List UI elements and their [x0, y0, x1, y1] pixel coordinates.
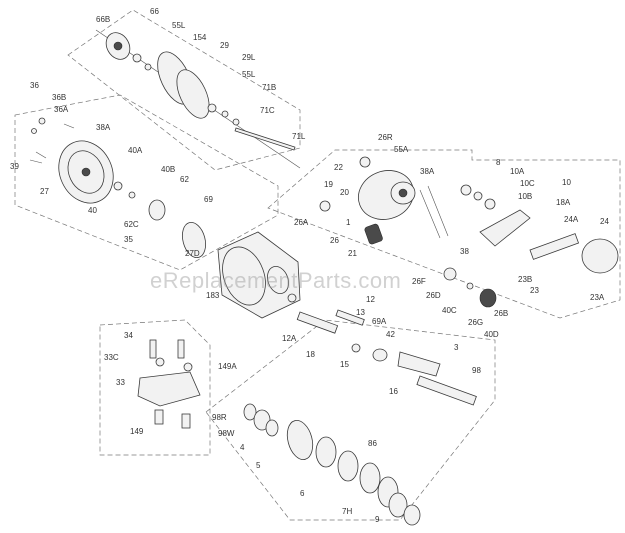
- part-label: 9: [375, 515, 380, 524]
- part-label: 36B: [52, 93, 66, 102]
- part-label: 40D: [484, 330, 499, 339]
- part-label: 10C: [520, 179, 535, 188]
- part-label: 26D: [426, 291, 441, 300]
- part-label: 24: [600, 217, 609, 226]
- part-label: 26G: [468, 318, 483, 327]
- part-label: 98R: [212, 413, 227, 422]
- part-label: 38: [460, 247, 469, 256]
- part-label: 10: [562, 178, 571, 187]
- part-label: 86: [368, 439, 377, 448]
- part-label: 20: [340, 188, 349, 197]
- part-label: 71B: [262, 83, 276, 92]
- part-label: 23B: [518, 275, 532, 284]
- part-label: 26R: [378, 133, 393, 142]
- part-label: 40: [88, 206, 97, 215]
- part-label: 55L: [242, 70, 256, 79]
- watermark: eReplacementParts.com: [150, 268, 401, 293]
- part-label: 1: [346, 218, 351, 227]
- part-label: 8: [496, 158, 501, 167]
- left-side-plate-group: [29, 117, 207, 259]
- part-label: 24A: [564, 215, 579, 224]
- part-label: 33: [116, 378, 125, 387]
- part-label: 12A: [282, 334, 297, 343]
- part-label: 3: [454, 343, 459, 352]
- part-label: 26A: [294, 218, 309, 227]
- part-label: 62: [180, 175, 189, 184]
- part-label: 29L: [242, 53, 256, 62]
- main-frame-group: [217, 231, 301, 319]
- part-label: 71C: [260, 106, 275, 115]
- part-label: 39: [10, 162, 19, 171]
- part-label: 6: [300, 489, 305, 498]
- part-label: 98: [472, 366, 481, 375]
- right-plate-handle-group: [319, 156, 619, 308]
- part-label: 4: [240, 443, 245, 452]
- part-label: 5: [256, 461, 261, 470]
- part-label: 154: [193, 33, 207, 42]
- part-label: 16: [389, 387, 398, 396]
- part-label: 69A: [372, 317, 387, 326]
- part-label: 18: [306, 350, 315, 359]
- part-label: 13: [356, 308, 365, 317]
- gear-group: [243, 403, 421, 526]
- drive-group: [296, 309, 477, 406]
- part-label: 19: [324, 180, 333, 189]
- part-labels: 66B6655L1542929L55L71B71C71L3636B36A38A3…: [10, 7, 609, 524]
- part-label: 69: [204, 195, 213, 204]
- part-label: 71L: [292, 132, 306, 141]
- part-label: 22: [334, 163, 343, 172]
- part-label: 27D: [185, 249, 200, 258]
- part-label: 40A: [128, 146, 143, 155]
- part-label: 183: [206, 291, 220, 300]
- part-label: 21: [348, 249, 357, 258]
- part-label: 42: [386, 330, 395, 339]
- clamp-group: [137, 339, 201, 429]
- part-label: 35: [124, 235, 133, 244]
- part-label: 149: [130, 427, 144, 436]
- part-label: 62C: [124, 220, 139, 229]
- part-label: 18A: [556, 198, 571, 207]
- part-label: 15: [340, 360, 349, 369]
- assembly-group-outlines: [14, 9, 621, 521]
- part-label: 27: [40, 187, 49, 196]
- part-label: 23A: [590, 293, 605, 302]
- part-label: 66B: [96, 15, 110, 24]
- part-label: 12: [366, 295, 375, 304]
- part-label: 66: [150, 7, 159, 16]
- part-label: 7H: [342, 507, 352, 516]
- part-label: 40C: [442, 306, 457, 315]
- part-label: 98W: [218, 429, 235, 438]
- part-label: 55L: [172, 21, 186, 30]
- part-label: 10A: [510, 167, 525, 176]
- spool-group: [95, 29, 301, 169]
- part-label: 33C: [104, 353, 119, 362]
- part-label: 36A: [54, 105, 69, 114]
- part-label: 38A: [96, 123, 111, 132]
- part-label: 23: [530, 286, 539, 295]
- part-label: 26B: [494, 309, 508, 318]
- part-label: 10B: [518, 192, 532, 201]
- part-label: 34: [124, 331, 133, 340]
- part-label: 29: [220, 41, 229, 50]
- part-label: 38A: [420, 167, 435, 176]
- part-label: 149A: [218, 362, 237, 371]
- part-label: 26F: [412, 277, 426, 286]
- part-label: 40B: [161, 165, 175, 174]
- part-label: 55A: [394, 145, 409, 154]
- part-label: 36: [30, 81, 39, 90]
- part-label: 26: [330, 236, 339, 245]
